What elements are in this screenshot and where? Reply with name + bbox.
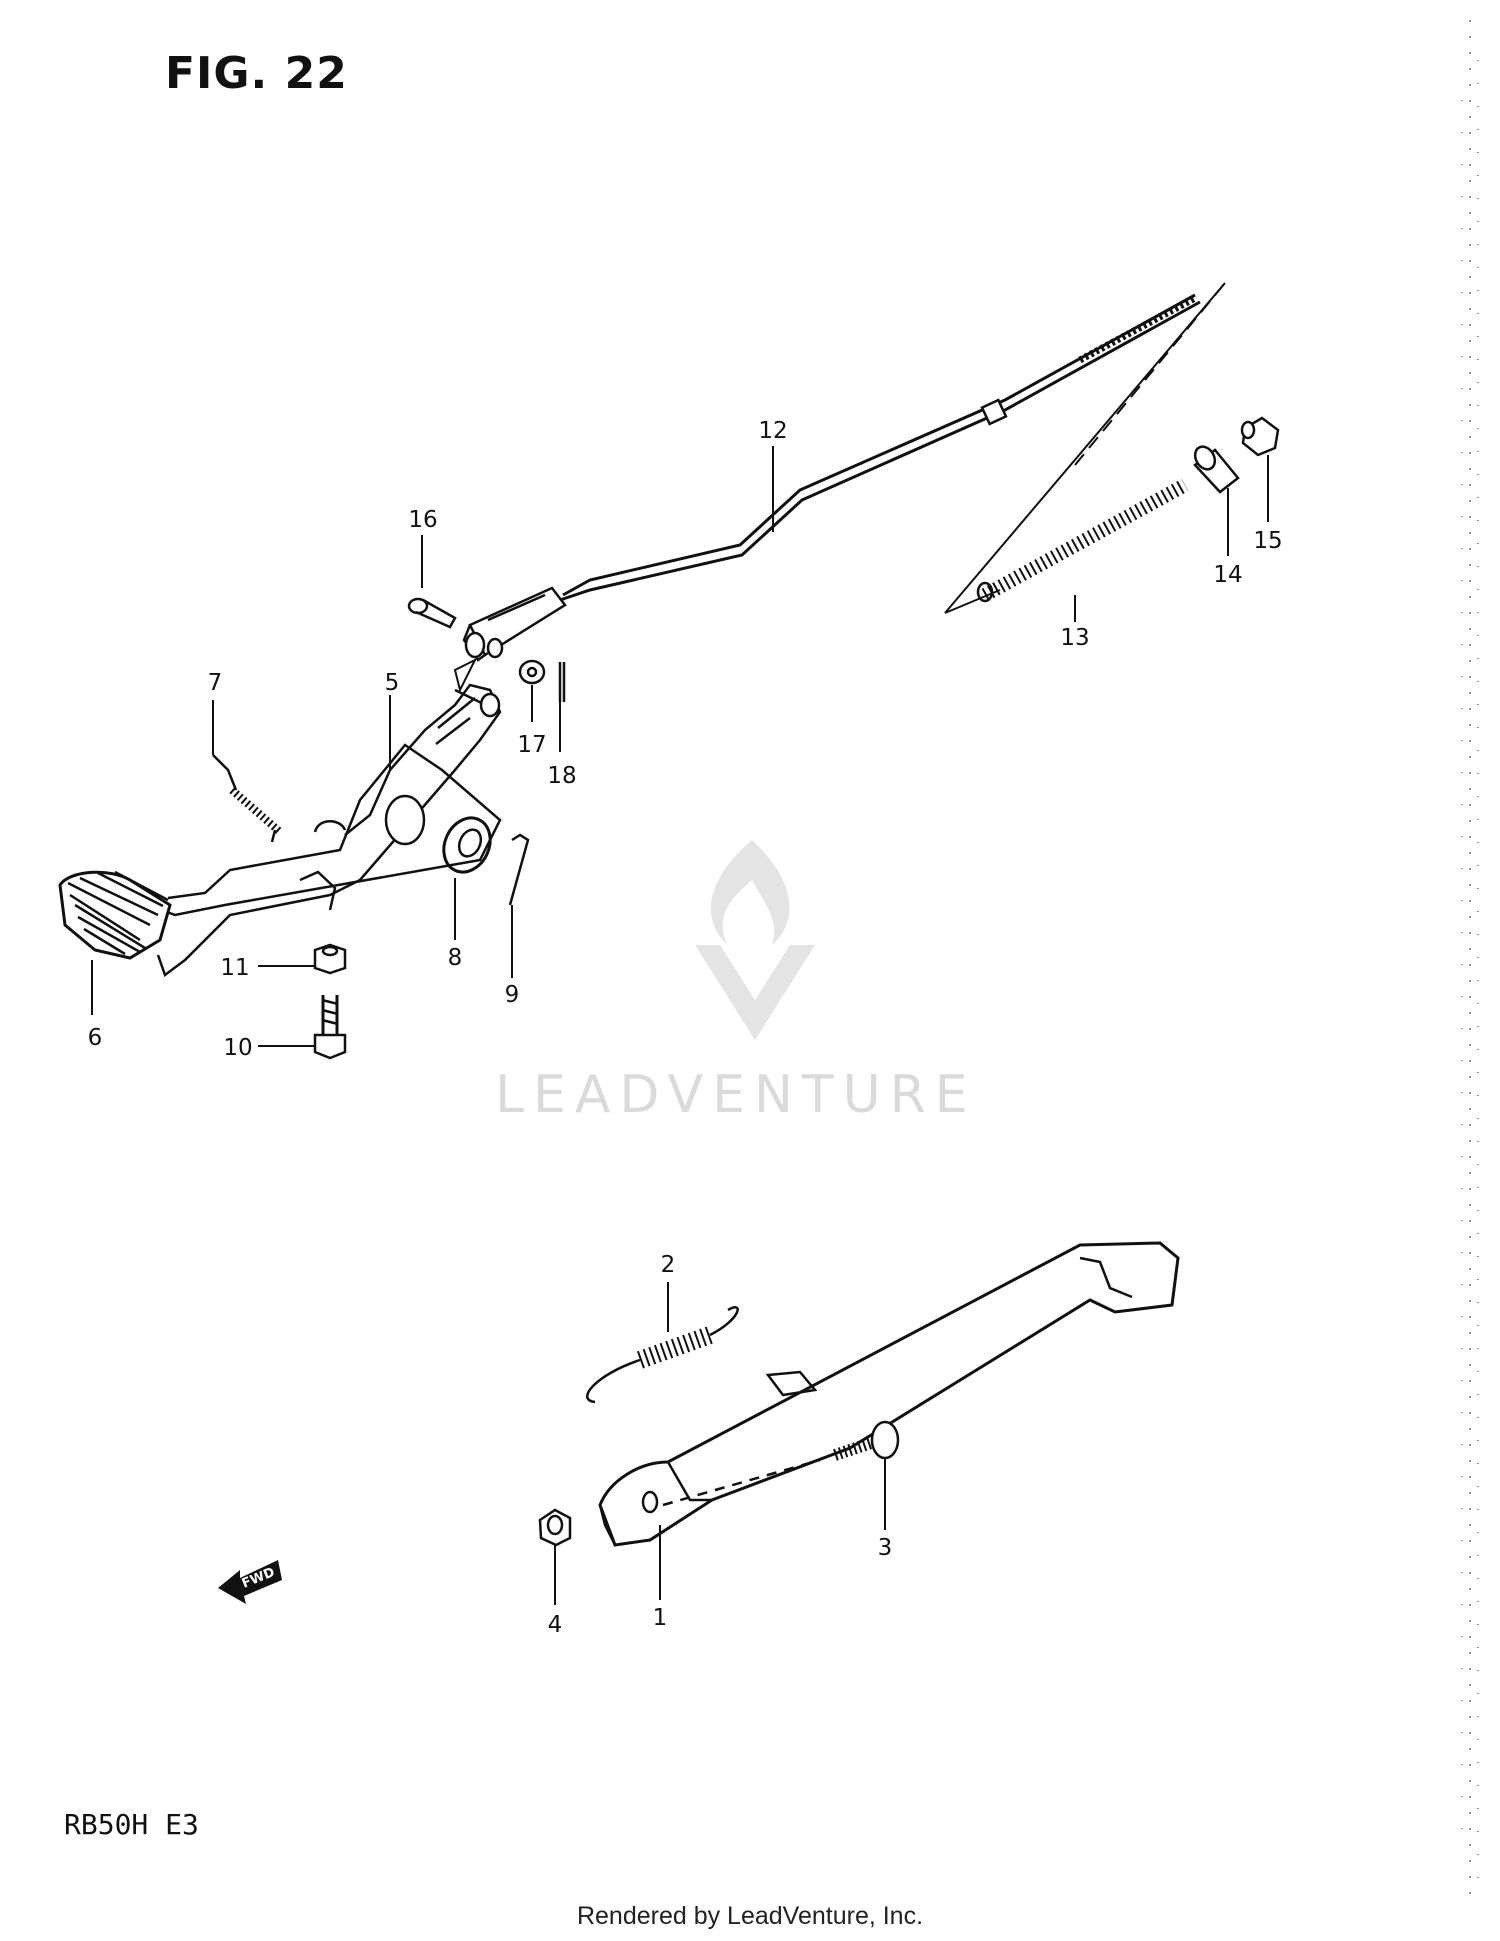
callout-15: 15: [1253, 528, 1282, 554]
callout-14: 14: [1213, 562, 1242, 588]
callout-11: 11: [220, 955, 249, 981]
nut-4: [538, 1508, 572, 1547]
joint-14: [1193, 445, 1240, 494]
callout-10: 10: [223, 1035, 252, 1061]
callout-1: 1: [653, 1605, 668, 1631]
callout-13: 13: [1060, 625, 1089, 651]
callout-leaders: [91, 446, 1269, 1605]
callout-16: 16: [408, 507, 437, 533]
callout-9: 9: [505, 982, 520, 1008]
callout-6: 6: [88, 1025, 103, 1051]
spring-7: [212, 754, 283, 843]
callout-4: 4: [548, 1612, 563, 1638]
footer-credit: Rendered by LeadVenture, Inc.: [576, 1902, 924, 1930]
brake-rod: [559, 293, 1201, 602]
cotter-pin-9: [508, 833, 530, 906]
figure-title: FIG. 22: [165, 48, 348, 99]
cotter-pin-18: [558, 662, 566, 702]
callout-17: 17: [517, 732, 546, 758]
pin: [407, 597, 457, 629]
callout-7: 7: [208, 670, 223, 696]
watermark-text: LEADVENTURE: [495, 1065, 977, 1125]
rod-clevis: [462, 586, 567, 662]
callout-3: 3: [878, 1535, 893, 1561]
callout-2: 2: [661, 1252, 676, 1278]
bolt-3: [662, 1420, 900, 1507]
model-code: RB50H E3: [64, 1808, 199, 1841]
side-stand: [598, 1241, 1180, 1547]
washer-17: [518, 659, 546, 685]
watermark-logo: [695, 840, 815, 1040]
adjusting-nut-15: [1240, 416, 1280, 457]
callout-12: 12: [758, 418, 787, 444]
callout-18: 18: [547, 763, 576, 789]
nut-11: [313, 943, 347, 975]
spring-13: [976, 478, 1189, 603]
scan-edge-noise: [1461, 20, 1479, 1900]
pedal-rubber: [58, 870, 172, 960]
callout-labels: 1 2 3 4 5 6 7 8 9 10 11 12 13 14 15 16 1…: [88, 418, 1283, 1638]
callout-5: 5: [385, 670, 400, 696]
leader-dashed: [1074, 282, 1226, 466]
forward-arrow: FWD: [218, 1560, 282, 1604]
washer-8: [442, 816, 492, 874]
bolt-10: [313, 995, 347, 1060]
callout-8: 8: [448, 945, 463, 971]
brake-pedal: [147, 657, 502, 978]
spring-2: [586, 1306, 739, 1404]
